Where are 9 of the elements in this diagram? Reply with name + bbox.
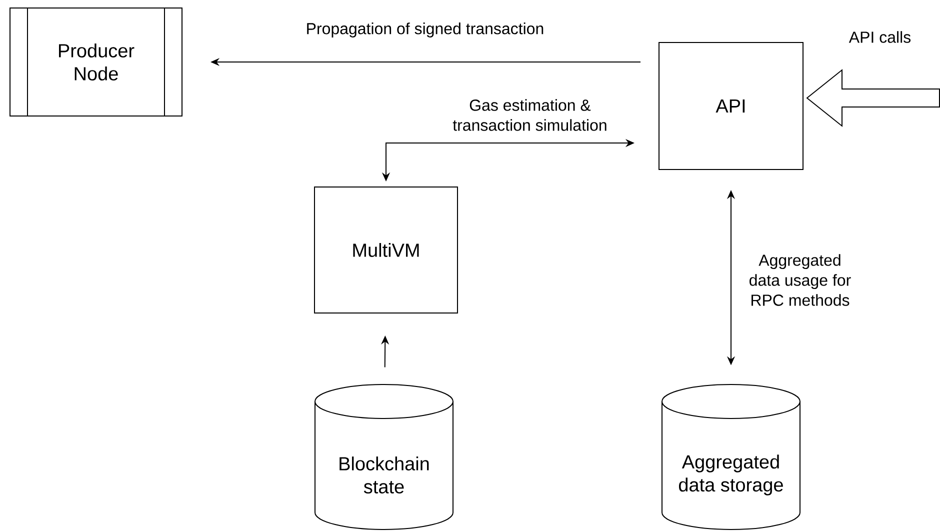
edge-label: Gas estimation & transaction simulation xyxy=(452,99,606,131)
database-cylinder: Aggregated data storage xyxy=(662,384,800,530)
process-box: API xyxy=(658,42,804,170)
edge-label: API calls xyxy=(848,31,911,43)
database-cylinder: Blockchain state xyxy=(314,384,454,530)
process-box: Producer Node xyxy=(10,7,182,117)
edge-label: Propagation of signed transaction xyxy=(307,22,544,38)
edge-label: Aggregated data usage for RPC methods xyxy=(750,254,851,306)
process-box: MultiVM xyxy=(314,186,458,314)
